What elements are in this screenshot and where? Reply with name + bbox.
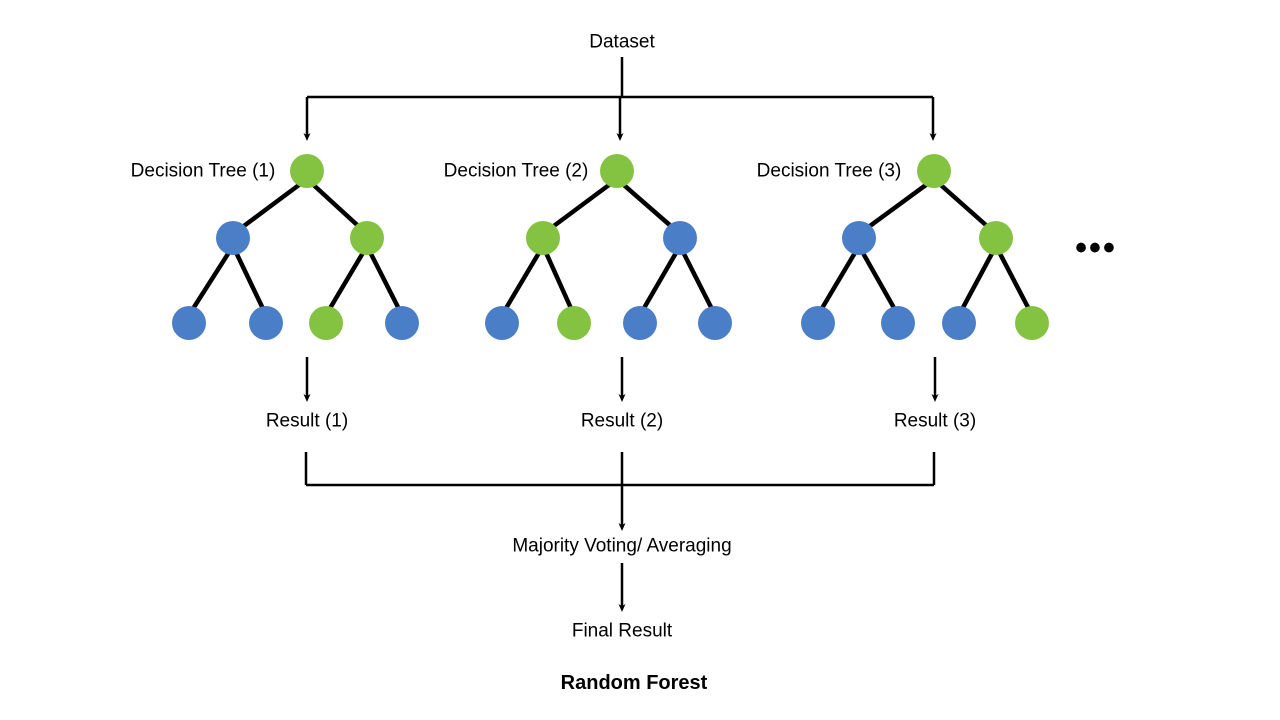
tree-2-leaf-node-2 [557,306,591,340]
tree-3-edge-mid1-leaf2 [857,244,900,317]
tree-1-edge-root-1 [231,177,309,236]
tree-1-leaf-node-3 [309,306,343,340]
tree-2-edge-mid1-leaf1 [500,244,545,317]
result-arrows-group [303,357,939,402]
tree-2-edge-root-1 [541,177,619,236]
tree-3-leaf-node-4 [1015,306,1049,340]
tree-1-mid-node-2 [350,221,384,255]
tree-1-root-node [290,154,324,188]
more-trees-ellipsis-icon: ••• [1075,229,1117,267]
decision-tree-2-label: Decision Tree (2) [443,160,589,182]
tree-3-edge-mid1-leaf1 [816,244,861,317]
decision-tree-1-label: Decision Tree (1) [130,160,276,182]
diagram-title: Random Forest [560,672,708,694]
tree-1-leaf-node-1 [172,306,206,340]
tree-2-edge-mid2-leaf2 [677,244,718,317]
tree-3-mid-node-2 [979,221,1013,255]
result-2-label: Result (2) [580,410,664,432]
result-3-label: Result (3) [893,410,977,432]
tree-2-root-node [600,154,634,188]
tree-2-mid-node-1 [526,221,560,255]
tree-1-edge-mid1-leaf1 [187,244,235,317]
tree-1-leaf-node-4 [385,306,419,340]
tree-1-edge-mid2-leaf1 [324,244,369,317]
tree-3-mid-node-1 [842,221,876,255]
tree-2-edge-mid2-leaf1 [638,244,682,317]
tree-3-edge-mid2-leaf1 [957,244,998,317]
tree-3-leaf-node-3 [942,306,976,340]
tree-2-leaf-node-3 [623,306,657,340]
tree-3-root-node [917,154,951,188]
tree-3-edge-root-1 [857,177,936,236]
tree-2-leaf-node-4 [698,306,732,340]
tree-1-mid-node-1 [216,221,250,255]
tree-2-mid-node-2 [663,221,697,255]
tree-nodes-group [172,154,1049,340]
tree-1-edge-mid2-leaf2 [364,244,405,317]
decision-tree-3-label: Decision Tree (3) [756,160,902,182]
tree-2-edge-mid1-leaf2 [540,245,577,316]
tree-1-leaf-node-2 [249,306,283,340]
results-merge-connector [304,452,936,531]
tree-3-leaf-node-2 [881,306,915,340]
final-result-label: Final Result [571,620,673,642]
tree-2-leaf-node-1 [485,306,519,340]
dataset-label: Dataset [589,31,655,53]
tree-3-edge-mid2-leaf2 [994,244,1034,317]
tree-edges-group [187,177,1034,317]
tree-1-edge-mid1-leaf2 [230,245,269,316]
majority-voting-label: Majority Voting/ Averaging [512,535,732,557]
result-1-label: Result (1) [265,410,349,432]
dataset-split-connector [303,57,937,141]
tree-3-leaf-node-1 [801,306,835,340]
